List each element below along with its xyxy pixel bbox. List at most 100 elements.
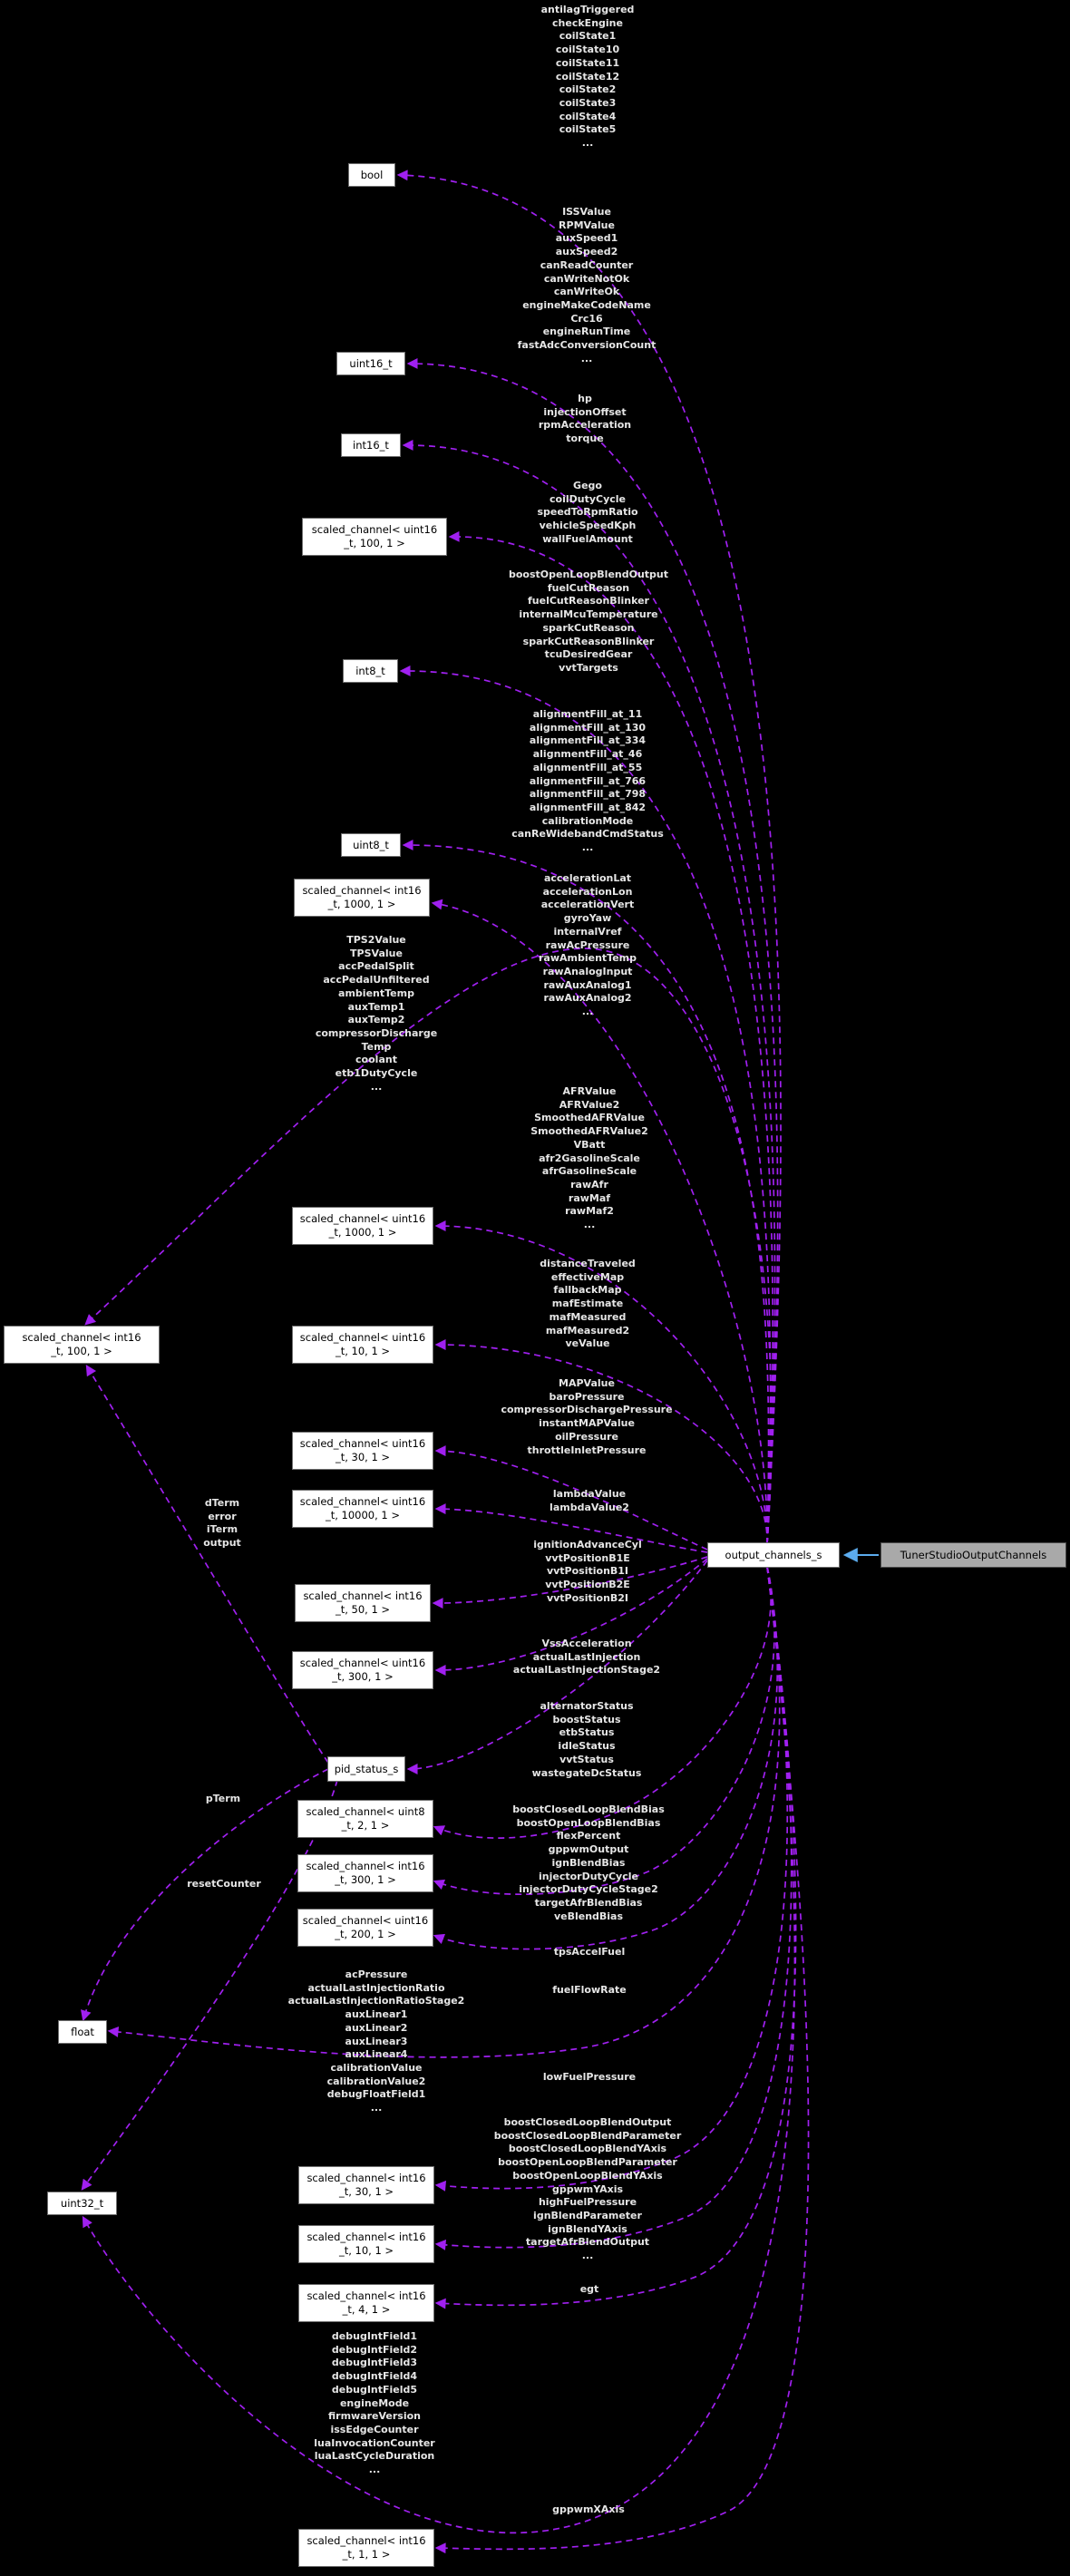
node-sc_int16_300[interactable]: scaled_channel< int16_t, 300, 1 > [297,1854,433,1892]
edge-label-line: gppwmXAxis [552,2503,625,2515]
edge-label-line: output [203,1537,241,1550]
node-sc_uint16_1000[interactable]: scaled_channel< uint16_t, 1000, 1 > [292,1207,433,1245]
member-edge [396,170,782,1545]
edge-label-line: accelerationLon [542,885,633,898]
edge-label-line: egt [579,2283,599,2295]
edge-label-line: injectorDutyCycle [539,1870,638,1882]
node-sc_int16_50[interactable]: scaled_channel< int16_t, 50, 1 > [295,1584,431,1622]
edge-label-line: alignmentFill_at_766 [529,774,647,787]
edge-label-line: Gego [573,480,602,491]
edge-label-line: canWriteOk [553,286,620,298]
node-label: scaled_channel< uint16 [299,1495,426,1508]
edge-label-line: sparkCutReasonBlinker [522,635,655,647]
edge-label-line: firmwareVersion [327,2410,422,2423]
node-label: int8_t [355,664,385,677]
node-sc_uint8_2[interactable]: scaled_channel< uint8_t, 2, 1 > [297,1800,433,1838]
edge-label-line: calibrationValue [330,2061,423,2074]
node-label: scaled_channel< int16 [22,1331,141,1344]
edge-label-line: rawMaf [568,1191,611,1204]
node-sc_int16_1[interactable]: scaled_channel< int16_t, 1, 1 > [298,2529,434,2567]
edge-label-line: fuelFlowRate [552,1984,627,1996]
edge-label-line: boostClosedLoopBlendOutput [503,2116,672,2128]
node-sc_uint16_100[interactable]: scaled_channel< uint16_t, 100, 1 > [302,518,447,556]
edge-label-line: oilPressure [555,1430,618,1443]
edge-label-line: effectiveMap [550,1270,625,1283]
edge-label-line: injectorDutyCycleStage2 [519,1883,658,1896]
member-edge [81,1768,329,2022]
node-int8_t[interactable]: int8_t [343,659,398,683]
node-sc_int16_100[interactable]: scaled_channel< int16_t, 100, 1 > [4,1326,160,1364]
node-bool[interactable]: bool [348,163,395,187]
node-sc_uint16_300[interactable]: scaled_channel< uint16_t, 300, 1 > [292,1651,433,1689]
edge-label-line: Temp [361,1040,392,1053]
member-edge [402,840,770,1545]
edge-label-line: targetAfrBlendBias [534,1896,643,1909]
edge-label-line: fuelCutReasonBlinker [528,595,649,608]
node-sc_uint16_10[interactable]: scaled_channel< uint16_t, 10, 1 > [292,1326,433,1364]
edge-label-sc_int16_1_fields: gppwmXAxis [552,2503,625,2517]
node-label: _t, 1, 1 > [342,2548,391,2561]
edge-label-line: internalMcuTemperature [519,608,658,621]
member-edge [434,1566,797,2309]
edge-label-line: ... [580,352,593,365]
edge-label-line: TPSValue [350,947,403,959]
node-label: _t, 30, 1 > [338,2185,394,2198]
edge-label-line: mafMeasured [549,1310,627,1323]
node-sc_uint16_200[interactable]: scaled_channel< uint16_t, 200, 1 > [297,1909,433,1947]
edge-label-line: checkEngine [552,16,623,29]
edge-label-line: auxLinear4 [345,2048,408,2061]
member-edge [84,948,773,1545]
edge-label-line: canWriteNotOk [543,272,630,285]
edge-label-line: pTerm [205,1793,241,1804]
node-sc_int16_4[interactable]: scaled_channel< int16_t, 4, 1 > [298,2284,434,2322]
edge-label-line: coilState12 [555,70,620,83]
node-float[interactable]: float [58,2020,107,2044]
node-uint16_t[interactable]: uint16_t [336,352,405,375]
edge-label-line: auxSpeed2 [555,246,618,258]
node-label: TunerStudioOutputChannels [900,1548,1047,1561]
node-label: _t, 1000, 1 > [327,898,396,910]
edge-label-line: error [208,1510,237,1522]
node-label: scaled_channel< int16 [306,2172,426,2184]
edge-label-line: highFuelPressure [538,2196,637,2209]
node-label: _t, 10, 1 > [338,2244,394,2257]
node-pid_status_s[interactable]: pid_status_s [327,1756,405,1782]
node-uint32_t[interactable]: uint32_t [47,2192,117,2215]
member-edge [434,1445,708,1550]
node-uint8_t[interactable]: uint8_t [341,833,401,857]
edge-label-line: vvtPositionB1E [545,1551,630,1564]
edge-label-line: alignmentFill_at_334 [529,734,647,747]
edge-label-line: coilState5 [559,123,617,136]
node-tunerstudio_output_channels[interactable]: TunerStudioOutputChannels [880,1542,1066,1568]
node-sc_uint16_30[interactable]: scaled_channel< uint16_t, 30, 1 > [292,1432,433,1470]
edge-label-line: auxLinear2 [345,2021,408,2034]
edge-label-line: dTerm [204,1497,240,1509]
node-int16_t[interactable]: int16_t [341,433,401,457]
node-sc_int16_30[interactable]: scaled_channel< int16_t, 30, 1 > [298,2166,434,2204]
edge-label-line: rawAuxAnalog2 [543,992,632,1005]
node-label: _t, 200, 1 > [335,1928,396,1940]
edge-label-line: calibrationMode [541,814,634,827]
member-edge [433,1566,772,1839]
node-sc_int16_1000[interactable]: scaled_channel< int16_t, 1000, 1 > [294,879,430,917]
node-label: bool [360,168,384,181]
node-sc_uint16_10000[interactable]: scaled_channel< uint16_t, 10000, 1 > [292,1490,433,1528]
edge-label-line: veBlendBias [553,1910,624,1922]
node-sc_int16_10[interactable]: scaled_channel< int16_t, 10, 1 > [298,2225,434,2263]
edge-label-line: torque [566,433,604,445]
edge-label-pid_resetcounter_fields: resetCounter [187,1878,261,1891]
edge-label-line: auxLinear3 [345,2035,408,2047]
edge-label-line: targetAfrBlendOutput [525,2236,650,2249]
edge-label-line: throttleInletPressure [527,1444,647,1456]
node-output_channels_s[interactable]: output_channels_s [707,1542,840,1568]
member-edge [434,1558,708,1676]
member-edge [434,1339,768,1545]
